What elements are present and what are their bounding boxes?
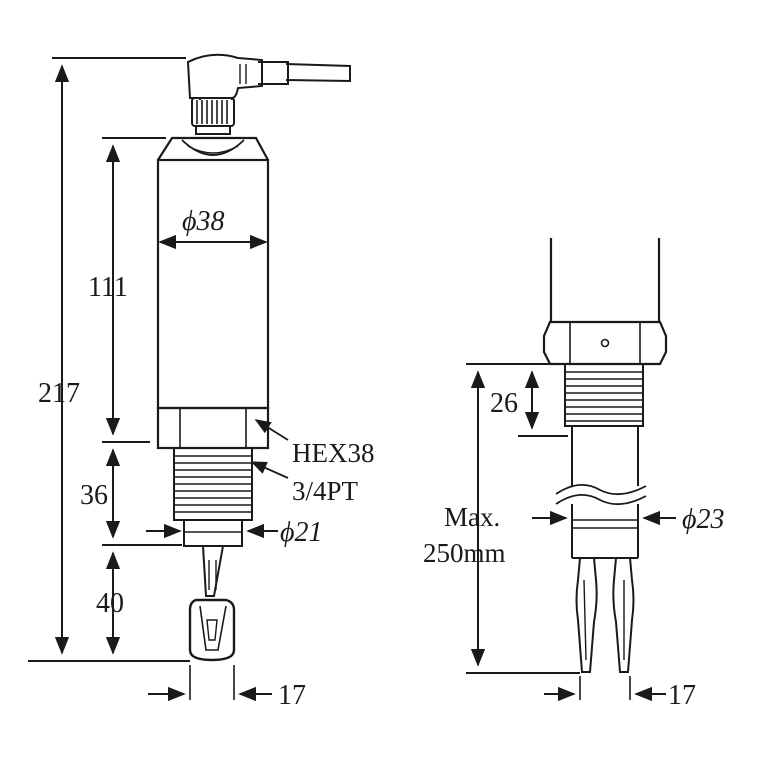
dim-17-label-right: 17	[668, 680, 696, 711]
housing-diameter-label: ϕ38	[182, 206, 225, 237]
dim-40-label: 40	[96, 588, 124, 619]
extension-lines-right	[466, 363, 631, 700]
dimension-lines	[54, 64, 278, 702]
extension-tube	[555, 426, 647, 559]
extension-diameter-label: ϕ23	[682, 504, 725, 535]
neck-diameter-label: ϕ21	[280, 517, 323, 548]
max-length-label-line2: 250mm	[423, 538, 506, 568]
dim-17-label-left: 17	[278, 680, 306, 711]
thread-spec-label: 3/4PT	[292, 476, 359, 506]
dim-217-label: 217	[38, 378, 80, 409]
fork-tine	[188, 545, 236, 662]
thread-right	[564, 363, 644, 427]
dim-111-label: 111	[88, 272, 128, 303]
cable	[258, 61, 351, 85]
thread	[173, 447, 253, 547]
housing-stub	[549, 238, 661, 322]
right-view: 26 Max. 250mm ϕ23 17	[423, 238, 725, 711]
hex-size-label: HEX38	[292, 438, 375, 468]
max-length-label-line1: Max.	[444, 502, 500, 532]
hex-nut	[156, 406, 270, 450]
dim-36-label: 36	[80, 480, 108, 511]
dimension-lines-right	[470, 370, 676, 702]
hex-nut-right	[542, 320, 668, 366]
extension-lines	[28, 57, 235, 700]
housing	[156, 136, 270, 410]
leaders	[250, 419, 289, 479]
dim-26-label: 26	[490, 388, 518, 419]
connector	[186, 53, 263, 135]
fork-tines	[575, 557, 635, 673]
left-view: 217 111 36 40 17 ϕ38 HEX38 3/4PT ϕ21	[28, 53, 375, 711]
